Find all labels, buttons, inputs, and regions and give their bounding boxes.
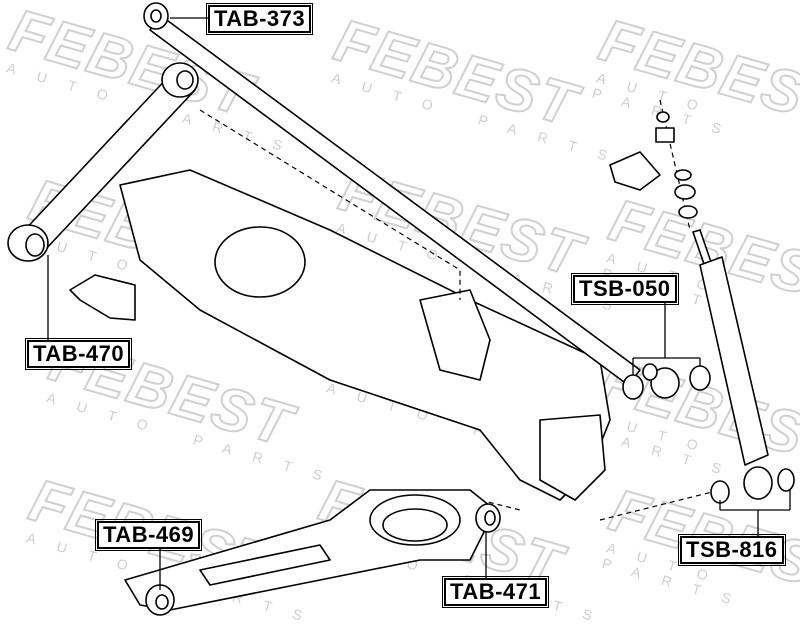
part-label-tab-471: TAB-471 [441, 576, 550, 608]
part-label-tab-470: TAB-470 [24, 338, 133, 370]
label-leaders [47, 17, 791, 590]
part-label-tsb-050: TSB-050 [571, 273, 679, 305]
rod-bushings [622, 363, 711, 400]
shock-absorber [609, 111, 795, 504]
rear-axle-beam [119, 169, 611, 501]
upper-control-arm [7, 62, 199, 262]
part-label-tsb-816: TSB-816 [678, 534, 786, 566]
part-label-tab-469: TAB-469 [94, 519, 203, 551]
lower-control-arm [124, 489, 501, 616]
mount-bracket [69, 274, 136, 321]
part-label-tab-373: TAB-373 [205, 3, 314, 35]
